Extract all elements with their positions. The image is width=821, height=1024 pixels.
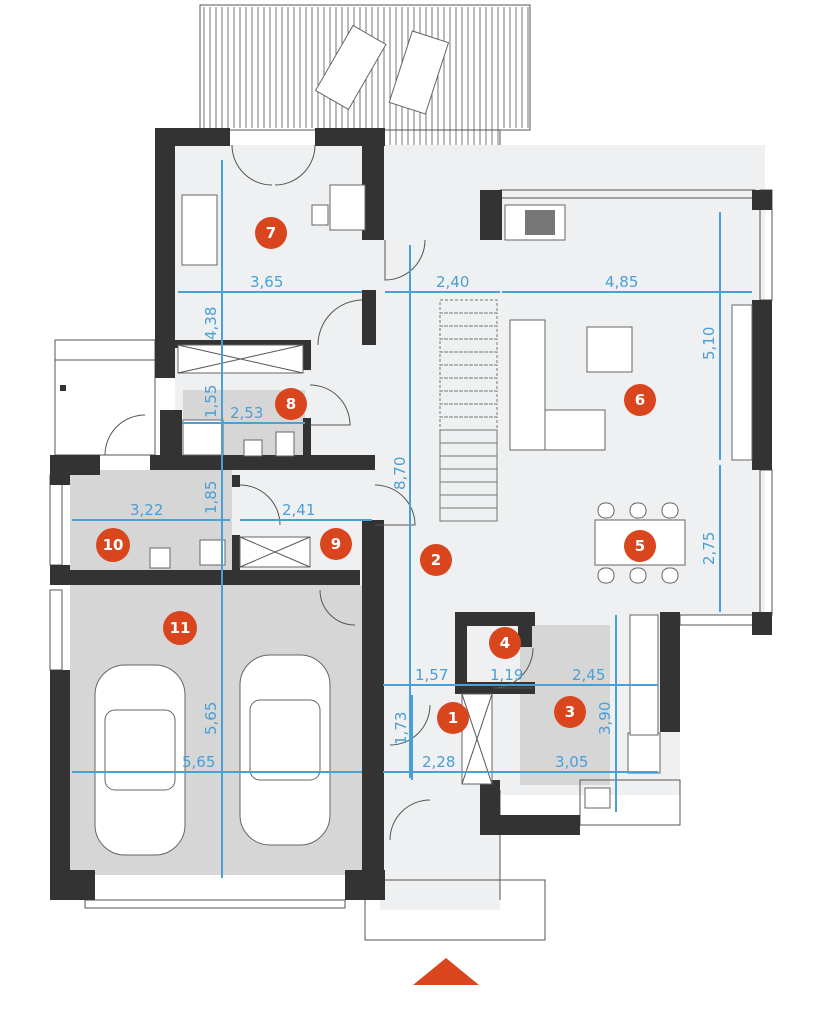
svg-text:7: 7	[266, 224, 276, 242]
dim-label: 3,65	[250, 273, 283, 291]
dim-label: 5,65	[182, 753, 215, 771]
dim-label: 2,28	[422, 753, 455, 771]
svg-text:1: 1	[448, 709, 458, 727]
room-badge-6: 6	[624, 384, 656, 416]
dim-label: 1,55	[202, 385, 220, 418]
room-badge-2: 2	[420, 544, 452, 576]
svg-text:2: 2	[431, 551, 441, 569]
dim-label: 1,73	[392, 712, 410, 745]
dim-label: 2,40	[436, 273, 469, 291]
dim-label: 1,85	[202, 481, 220, 514]
svg-text:11: 11	[170, 619, 191, 637]
dim-label: 4,85	[605, 273, 638, 291]
room-badge-3: 3	[554, 696, 586, 728]
dim-label: 4,38	[202, 307, 220, 340]
room-badge-4: 4	[489, 627, 521, 659]
svg-text:3: 3	[565, 703, 575, 721]
room-badge-7: 7	[255, 217, 287, 249]
staircase	[439, 299, 498, 522]
dim-label: 3,05	[555, 753, 588, 771]
entrance-arrow-icon	[413, 958, 479, 985]
svg-text:4: 4	[500, 634, 510, 652]
dim-label: 2,75	[700, 532, 718, 565]
dim-label: 8,70	[391, 457, 409, 490]
dimension-lines	[72, 160, 752, 878]
dimension-labels: 3,65 2,40 4,85 5,10 4,38 1,55 2,53 8,70 …	[130, 273, 718, 771]
room-badge-8: 8	[275, 388, 307, 420]
room-badge-1: 1	[437, 702, 469, 734]
svg-text:10: 10	[103, 536, 124, 554]
svg-text:6: 6	[635, 391, 645, 409]
svg-text:9: 9	[331, 535, 341, 553]
svg-text:5: 5	[635, 537, 645, 555]
dim-label: 1,57	[415, 666, 448, 684]
dim-label: 5,10	[700, 327, 718, 360]
stair-step	[439, 507, 498, 522]
dim-label: 1,19	[490, 666, 523, 684]
svg-text:8: 8	[286, 395, 296, 413]
dim-label: 3,22	[130, 501, 163, 519]
room-badge-5: 5	[624, 530, 656, 562]
dim-label: 5,65	[202, 702, 220, 735]
dim-label: 2,53	[230, 404, 263, 422]
dim-label: 2,41	[282, 501, 315, 519]
walls	[50, 128, 772, 900]
sun-loungers	[314, 24, 450, 115]
room-badge-11: 11	[163, 611, 197, 645]
dim-label: 2,45	[572, 666, 605, 684]
room-badge-10: 10	[96, 528, 130, 562]
room-badge-9: 9	[320, 528, 352, 560]
furniture	[94, 184, 753, 856]
room-badges: 1 2 3 4 5 6 7 8 9 10 11	[96, 217, 656, 734]
dim-label: 3,90	[596, 702, 614, 735]
doors	[104, 144, 534, 841]
